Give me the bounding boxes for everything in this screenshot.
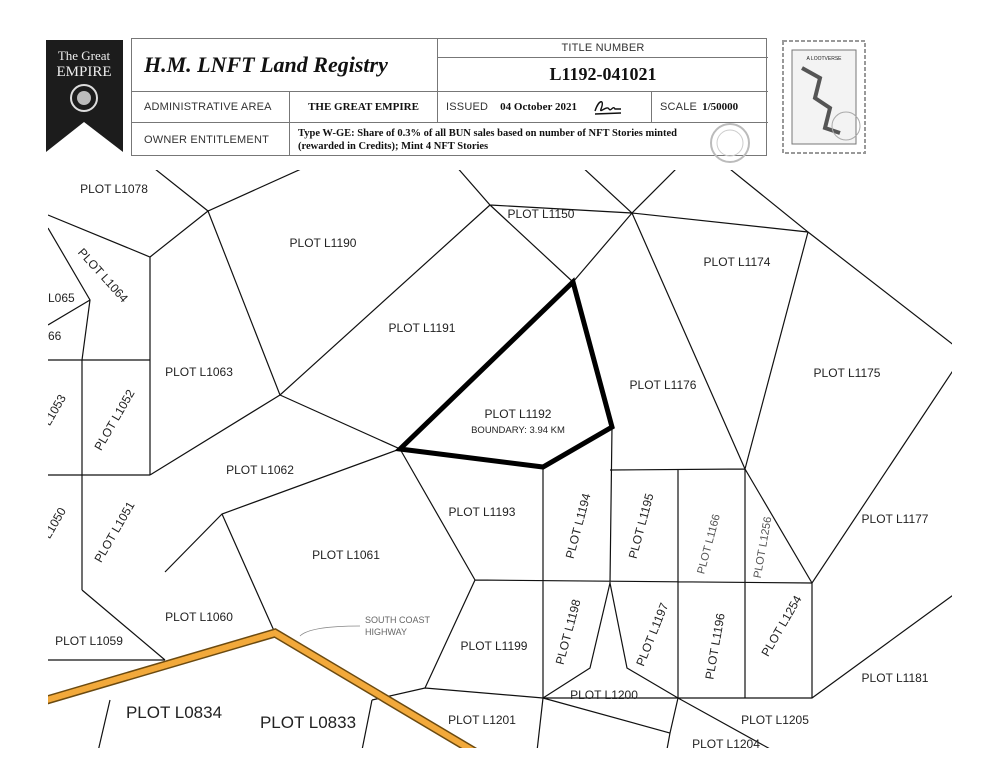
plot-label[interactable]: PLOT L1181 <box>862 671 929 685</box>
plot-label[interactable]: L1050 <box>40 505 69 541</box>
plot-label[interactable]: L1053 <box>40 392 69 428</box>
issued-date: 04 October 2021 <box>500 101 577 113</box>
plot-label[interactable]: PLOT L1061 <box>312 548 380 562</box>
plot-label[interactable]: PLOT L1177 <box>862 512 929 526</box>
plot-label[interactable]: PLOT L1204 <box>692 737 760 751</box>
stamp-text: A LOOTVERSE <box>806 56 842 62</box>
highlight-plot-boundary: BOUNDARY: 3.94 KM <box>471 425 565 436</box>
plot-label[interactable]: PLOT L1166 <box>695 513 722 575</box>
admin-area-label: ADMINISTRATIVE AREA <box>144 101 272 113</box>
plot-label[interactable]: PLOT L1062 <box>226 463 294 477</box>
owner-entitlement-line2: (rewarded in Credits); Mint 4 NFT Storie… <box>298 140 489 152</box>
admin-area-value: THE GREAT EMPIRE <box>308 101 419 113</box>
plot-label[interactable]: PLOT L0834 <box>126 703 222 722</box>
plot-label[interactable]: PLOT L1060 <box>165 610 233 624</box>
plot-label[interactable]: L065 <box>48 291 75 305</box>
south-coast-highway <box>48 628 478 748</box>
title-number-label: TITLE NUMBER <box>561 42 645 54</box>
scale-label: SCALE <box>660 101 698 113</box>
plot-label[interactable]: PLOT L1190 <box>290 236 357 250</box>
plot-label[interactable]: PLOT L1193 <box>449 505 516 519</box>
plot-label[interactable]: PLOT L1256 <box>752 516 775 579</box>
plot-label[interactable]: PLOT L0833 <box>260 713 356 732</box>
logo-line2: EMPIRE <box>56 64 111 80</box>
plot-label[interactable]: PLOT L1199 <box>461 639 528 653</box>
plot-label[interactable]: PLOT L1078 <box>80 182 148 196</box>
scale-value: 1/50000 <box>702 101 739 113</box>
plot-label[interactable]: PLOT L1205 <box>741 713 809 727</box>
plot-label[interactable]: 66 <box>48 329 62 343</box>
plot-label[interactable]: PLOT L1254 <box>759 593 805 659</box>
plot-label[interactable]: PLOT L1195 <box>626 492 657 561</box>
road-label-line1: SOUTH COAST <box>365 615 431 625</box>
plot-label[interactable]: PLOT L1197 <box>633 601 671 669</box>
plot-label[interactable]: PLOT L1063 <box>165 365 233 379</box>
logo-line1: The Great <box>58 48 111 63</box>
seal-icon <box>710 123 750 163</box>
plot-label[interactable]: PLOT L1175 <box>814 366 881 380</box>
highlight-plot-name[interactable]: PLOT L1192 <box>485 407 552 421</box>
registry-header: H.M. LNFT Land Registry TITLE NUMBER L11… <box>131 38 768 163</box>
plot-label[interactable]: PLOT L1176 <box>630 378 697 392</box>
lion-emblem-icon <box>70 84 98 112</box>
plot-label[interactable]: PLOT L1051 <box>92 499 138 565</box>
plot-label[interactable]: PLOT L1052 <box>92 387 138 453</box>
road-label-line2: HIGHWAY <box>365 627 407 637</box>
plot-label[interactable]: PLOT L1064 <box>75 245 131 305</box>
title-number: L1192-041021 <box>549 64 657 84</box>
plot-label[interactable]: PLOT L1196 <box>702 612 727 681</box>
owner-entitlement-label: OWNER ENTITLEMENT <box>144 133 270 146</box>
plot-label[interactable]: PLOT L1059 <box>55 634 123 648</box>
plot-label[interactable]: PLOT L1174 <box>704 255 771 269</box>
plot-label[interactable]: PLOT L1200 <box>570 688 638 702</box>
empire-logo: The Great EMPIRE <box>46 40 123 152</box>
plot-label[interactable]: PLOT L1150 <box>508 207 575 221</box>
registry-title: H.M. LNFT Land Registry <box>144 52 388 77</box>
plot-label[interactable]: PLOT L1191 <box>389 321 456 335</box>
owner-entitlement-line1: Type W-GE: Share of 0.3% of all BUN sale… <box>298 127 677 139</box>
plot-boundaries <box>48 170 952 748</box>
plot-label[interactable]: PLOT L1194 <box>563 492 594 561</box>
plot-l1192-boundary[interactable] <box>394 277 615 470</box>
signature-icon <box>594 101 621 115</box>
postage-stamp: A LOOTVERSE <box>780 38 868 156</box>
plot-label[interactable]: PLOT L1201 <box>448 713 516 727</box>
plot-label[interactable]: PLOT L1198 <box>553 598 584 667</box>
issued-label: ISSUED <box>446 101 489 113</box>
